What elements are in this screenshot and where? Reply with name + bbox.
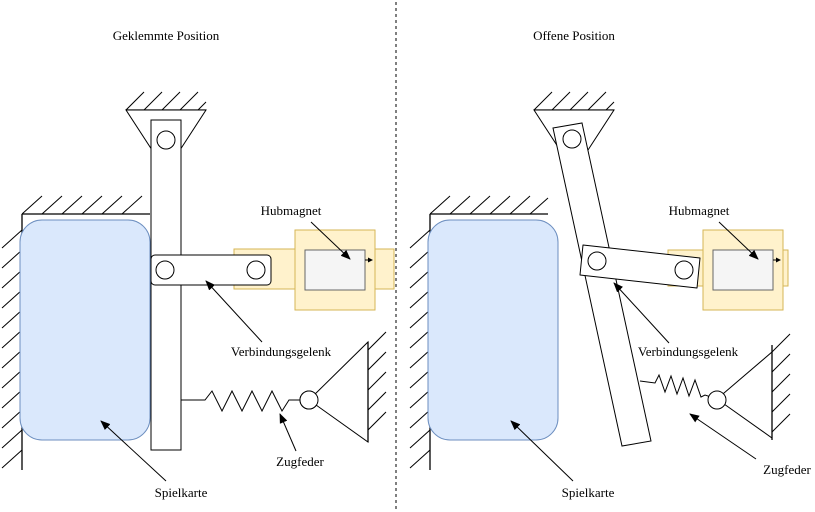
left-label-magnet: Hubmagnet bbox=[261, 203, 322, 218]
connecting-link bbox=[579, 244, 701, 289]
left-arrow-magnet bbox=[310, 221, 351, 260]
solenoid bbox=[667, 229, 789, 311]
tension-spring bbox=[639, 333, 791, 440]
left-arrow-card bbox=[100, 420, 167, 482]
left-panel-title: Geklemmte Position bbox=[113, 28, 220, 43]
left-arrow-link bbox=[205, 280, 263, 343]
right-panel-title: Offene Position bbox=[533, 28, 615, 43]
left-arrow-spring bbox=[279, 413, 297, 452]
connecting-link bbox=[150, 254, 272, 286]
playing-card bbox=[19, 219, 151, 441]
lever-pivot-joint bbox=[156, 130, 176, 150]
right-label-magnet: Hubmagnet bbox=[669, 203, 730, 218]
left-label-spring: Zugfeder bbox=[276, 454, 324, 469]
link-joint-right bbox=[674, 260, 694, 280]
solenoid-plunger bbox=[712, 249, 774, 291]
solenoid-plunger bbox=[304, 249, 366, 291]
left-label-link: Verbindungsgelenk bbox=[231, 344, 332, 359]
playing-card bbox=[427, 219, 559, 441]
tension-spring bbox=[181, 331, 387, 443]
right-arrow-link bbox=[613, 282, 670, 344]
left-label-card: Spielkarte bbox=[155, 485, 208, 500]
right-panel: Offene Position bbox=[409, 28, 811, 500]
right-label-link: Verbindungsgelenk bbox=[638, 344, 739, 359]
right-arrow-card bbox=[510, 420, 574, 482]
right-arrow-magnet bbox=[718, 221, 759, 260]
right-label-spring: Zugfeder bbox=[763, 462, 811, 477]
clamp-lever bbox=[552, 122, 652, 447]
right-arrow-spring bbox=[689, 413, 757, 460]
lever-pivot-joint bbox=[562, 129, 582, 149]
link-joint-left bbox=[587, 251, 607, 271]
left-panel: Geklemmte Position bbox=[1, 28, 395, 500]
spring-anchor-joint bbox=[707, 390, 727, 410]
link-joint-right bbox=[246, 260, 266, 280]
solenoid bbox=[233, 229, 395, 311]
link-joint-left bbox=[155, 260, 175, 280]
right-label-card: Spielkarte bbox=[562, 485, 615, 500]
